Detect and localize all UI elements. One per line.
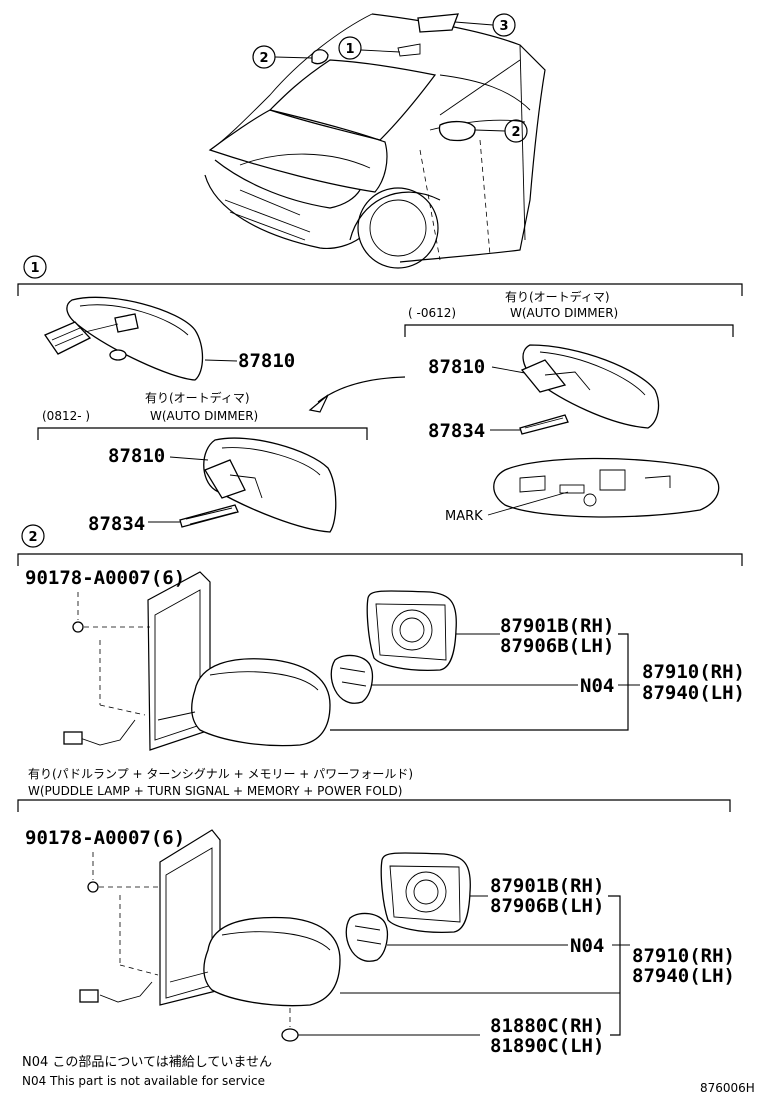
note-en: N04 This part is not available for servi… bbox=[22, 1074, 265, 1088]
motor-b: N04 bbox=[570, 935, 604, 957]
screw-a: 90178-A0007(6) bbox=[25, 567, 185, 589]
inner-mirror-auto-dimmer-new: 有り(オートディマ) (0812- ) W(AUTO DIMMER) 87810… bbox=[37, 390, 368, 535]
pn-87834-old: 87834 bbox=[428, 420, 485, 442]
pn-87810-old: 87810 bbox=[428, 356, 485, 378]
inner-mirror-base: 87810 bbox=[44, 296, 295, 381]
auto-dimmer-old-jp: 有り(オートディマ) bbox=[505, 289, 610, 304]
svg-text:2: 2 bbox=[259, 51, 268, 66]
motor-a: N04 bbox=[580, 675, 614, 697]
svg-text:3: 3 bbox=[499, 19, 508, 34]
outer-mirror-b: 有り(パドルランプ + ターンシグナル + メモリー + パワーフォールド) W… bbox=[17, 767, 735, 1057]
callout-2-left: 2 bbox=[252, 45, 313, 69]
callout-2-right: 2 bbox=[474, 119, 528, 143]
footnotes: N04 この部品については補給していません N04 This part is n… bbox=[22, 1055, 755, 1095]
svg-text:2: 2 bbox=[511, 125, 520, 140]
section-1-header: 1 bbox=[17, 255, 743, 296]
auto-dimmer-old-en: W(AUTO DIMMER) bbox=[510, 306, 618, 320]
section-2-header: 2 bbox=[17, 524, 743, 566]
figure-id: 876006H bbox=[700, 1081, 755, 1095]
callout-3: 3 bbox=[454, 13, 516, 37]
auto-dimmer-old-range: ( -0612) bbox=[408, 306, 456, 320]
mark-label: MARK bbox=[445, 509, 483, 524]
option-en: W(PUDDLE LAMP + TURN SIGNAL + MEMORY + P… bbox=[28, 784, 402, 798]
glass-lh-b: 87906B(LH) bbox=[490, 895, 604, 917]
pn-87810-base: 87810 bbox=[238, 350, 295, 372]
inner-mirror-auto-dimmer-old: 有り(オートディマ) ( -0612) W(AUTO DIMMER) 87810… bbox=[404, 289, 734, 524]
auto-dimmer-new-jp: 有り(オートディマ) bbox=[145, 390, 250, 405]
auto-dimmer-new-range: (0812- ) bbox=[42, 409, 90, 423]
pn-87834-new: 87834 bbox=[88, 513, 145, 535]
assy-lh-b: 87940(LH) bbox=[632, 965, 735, 987]
glass-rh-b: 87901B(RH) bbox=[490, 875, 604, 897]
assy-rh-b: 87910(RH) bbox=[632, 945, 735, 967]
lamp-lh: 81890C(LH) bbox=[490, 1035, 604, 1057]
auto-dimmer-new-en: W(AUTO DIMMER) bbox=[150, 409, 258, 423]
car-illustration bbox=[204, 13, 546, 269]
callout-1-top: 1 bbox=[338, 36, 401, 60]
assy-lh-a: 87940(LH) bbox=[642, 682, 745, 704]
screw-b: 90178-A0007(6) bbox=[25, 827, 185, 849]
lamp-rh: 81880C(RH) bbox=[490, 1015, 604, 1037]
option-jp: 有り(パドルランプ + ターンシグナル + メモリー + パワーフォールド) bbox=[28, 767, 413, 781]
transition-arrow bbox=[308, 376, 406, 413]
pn-87810-new: 87810 bbox=[108, 445, 165, 467]
svg-text:2: 2 bbox=[28, 530, 37, 545]
note-jp: N04 この部品については補給していません bbox=[22, 1055, 272, 1070]
glass-rh-a: 87901B(RH) bbox=[500, 615, 614, 637]
glass-lh-a: 87906B(LH) bbox=[500, 635, 614, 657]
assy-rh-a: 87910(RH) bbox=[642, 661, 745, 683]
outer-mirror-a: 90178-A0007(6) 87901B(RH) 87906B(LH) N04… bbox=[25, 567, 745, 751]
svg-text:1: 1 bbox=[30, 261, 39, 276]
svg-text:1: 1 bbox=[345, 42, 354, 57]
